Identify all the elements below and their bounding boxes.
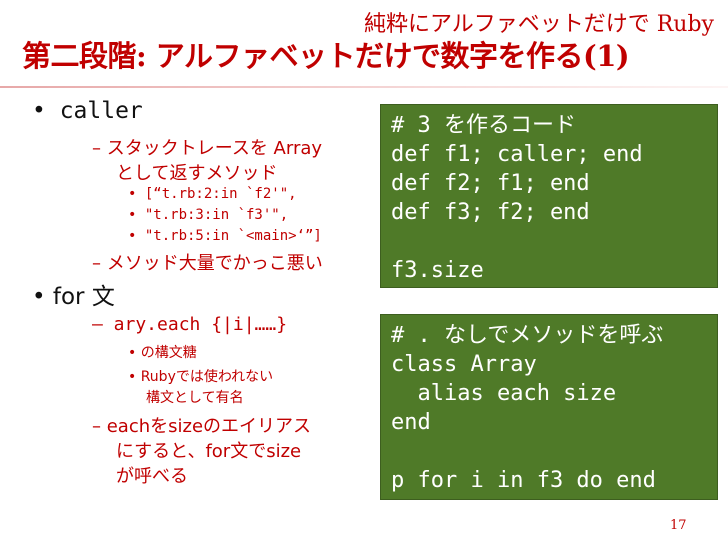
sub-bullet-alias-line3: が呼べる [116, 466, 188, 487]
code-line: def f1; caller; end [391, 142, 643, 167]
page-number: 17 [670, 518, 687, 533]
sub-bullet-stacktrace-line1: – スタックトレースを Array [92, 138, 323, 159]
code-line: def f3; f2; end [391, 200, 590, 225]
bullet-for: • for 文 [32, 284, 115, 310]
bullet-caller: • caller [32, 98, 143, 124]
sub-bullet-ugly: – メソッド大量でかっこ悪い [92, 253, 323, 274]
code-line: # . なしでメソッドを呼ぶ [391, 323, 664, 348]
sugar-item-2: • Rubyでは使われない [128, 369, 274, 385]
slide-title: 第二段階: アルファベットだけで数字を作る(1) [22, 39, 630, 73]
code-line [391, 227, 707, 256]
code-line: def f2; f1; end [391, 171, 590, 196]
title-underline [0, 86, 728, 88]
sub-bullet-alias-line1: – eachをsizeのエイリアス [92, 416, 312, 437]
trace-item-1: • [“t.rb:2:in `f2'", [128, 186, 297, 202]
trace-item-2: • "t.rb:3:in `f3'", [128, 207, 289, 223]
code-line: # 3 を作るコード [391, 113, 576, 138]
code-box-call-without-dot: # . なしでメソッドを呼ぶ class Array alias each si… [380, 314, 718, 500]
code-line: end [391, 410, 431, 435]
sub-bullet-alias-line2: にすると、for文でsize [116, 441, 302, 462]
sub-bullet-stacktrace-line2: として返すメソッド [116, 163, 278, 184]
code-line: f3.size [391, 258, 484, 283]
sugar-item-3: 構文として有名 [146, 390, 244, 406]
trace-item-3: • "t.rb:5:in `<main>‘”] [128, 228, 322, 244]
code-line: alias each size [391, 381, 617, 406]
code-line: class Array [391, 352, 537, 377]
code-box-make-three: # 3 を作るコード def f1; caller; end def f2; f… [380, 104, 718, 288]
code-line: p for i in f3 do end [391, 468, 656, 493]
code-line [391, 437, 707, 466]
slide-subtitle: 純粋にアルファベットだけで Ruby [363, 12, 714, 37]
sugar-item-1: • の構文糖 [128, 345, 197, 361]
sub-bullet-ary-each: – ary.each {|i|……} [92, 314, 288, 335]
